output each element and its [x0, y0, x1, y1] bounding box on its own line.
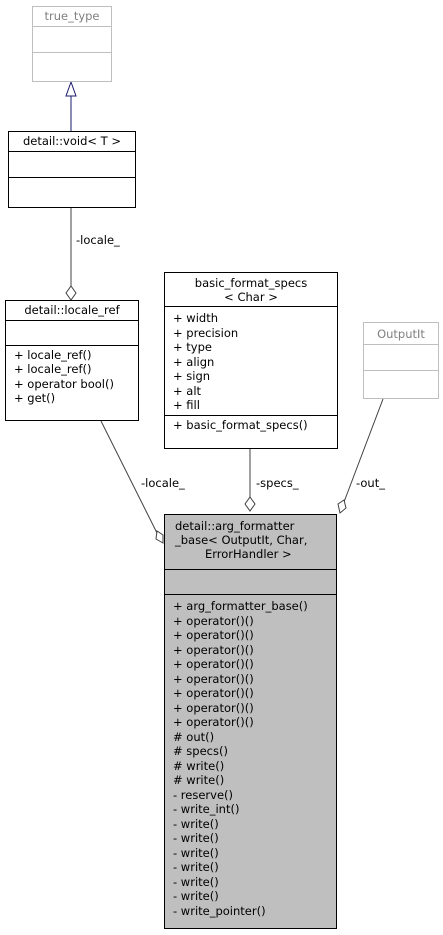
class-methods — [33, 51, 111, 78]
method-item: + operator bool() — [14, 376, 114, 391]
method-item: + basic_format_specs() — [173, 417, 308, 432]
method-item: + operator()() — [173, 700, 254, 715]
method-item: # specs() — [173, 744, 228, 758]
edge-label-locale-ref: -locale_ — [141, 476, 185, 490]
inheritance-arrowhead — [65, 80, 77, 97]
class-attributes — [165, 569, 336, 594]
edge-label-out: -out_ — [356, 476, 385, 490]
method-item: # write() — [173, 773, 225, 787]
locale-ref-composition-edge — [100, 420, 158, 534]
class-title: true_type — [44, 9, 100, 23]
edge-label-locale-void: -locale_ — [76, 233, 120, 247]
locale-composition-diamond — [65, 285, 77, 301]
class-arg-formatter-base[interactable]: detail::arg_formatter _base< OutputIt, C… — [164, 514, 337, 929]
class-methods: + arg_formatter_base() + operator()() + … — [165, 594, 336, 920]
method-item: # out() — [173, 729, 215, 744]
method-item: + locale_ref() — [14, 362, 92, 376]
class-methods — [9, 176, 135, 203]
class-attributes — [33, 25, 111, 52]
class-attributes — [9, 150, 135, 177]
method-item: - write() — [173, 889, 219, 903]
class-basic-format-specs[interactable]: basic_format_specs < Char > + width + pr… — [164, 272, 338, 449]
method-item: + operator()() — [173, 628, 254, 642]
class-locale-ref[interactable]: detail::locale_ref + locale_ref() + loca… — [5, 300, 139, 421]
class-title: detail::arg_formatter _base< OutputIt, C… — [175, 519, 308, 561]
class-void-t[interactable]: detail::void< T > — [8, 131, 136, 208]
class-true-type[interactable]: true_type — [32, 6, 112, 82]
attribute-item: + align — [173, 354, 215, 369]
method-item: - write_pointer() — [173, 903, 266, 918]
attribute-item: + alt — [173, 383, 202, 398]
method-item: + operator()() — [173, 671, 254, 686]
class-methods — [364, 369, 438, 396]
method-item: + operator()() — [173, 657, 254, 671]
class-attributes — [6, 319, 138, 345]
method-item: + operator()() — [173, 613, 254, 628]
out-composition-edge — [343, 398, 384, 503]
method-item: + get() — [14, 391, 56, 405]
attribute-item: + fill — [173, 398, 200, 412]
specs-composition-diamond — [244, 496, 256, 512]
method-item: + operator()() — [173, 642, 254, 657]
class-title: basic_format_specs < Char > — [194, 276, 308, 304]
locale-ref-composition-diamond — [155, 530, 164, 544]
method-item: - write() — [173, 816, 219, 831]
class-attributes — [364, 343, 438, 370]
class-methods: + basic_format_specs() — [165, 414, 337, 435]
attribute-item: + type — [173, 340, 212, 354]
method-item: - write() — [173, 874, 219, 889]
method-item: - write() — [173, 845, 219, 860]
method-item: - write_int() — [173, 802, 240, 816]
class-methods: + locale_ref() + locale_ref() + operator… — [6, 344, 138, 408]
attribute-item: + precision — [173, 325, 239, 340]
class-title: detail::locale_ref — [24, 303, 120, 317]
method-item: # write() — [173, 758, 225, 773]
class-title: detail::void< T > — [22, 134, 121, 148]
method-item: - write() — [173, 860, 219, 874]
method-item: + operator()() — [173, 686, 254, 700]
edge-label-specs: -specs_ — [256, 476, 299, 490]
class-title: OutputIt — [377, 327, 425, 341]
class-attributes: + width + precision + type + align + sig… — [165, 306, 337, 415]
method-item: - reserve() — [173, 787, 234, 802]
method-item: + operator()() — [173, 715, 254, 729]
class-output-it[interactable]: OutputIt — [363, 322, 439, 399]
out-composition-diamond — [337, 499, 347, 514]
method-item: + arg_formatter_base() — [173, 599, 308, 613]
attribute-item: + width — [173, 311, 218, 325]
method-item: + locale_ref() — [14, 347, 92, 362]
attribute-item: + sign — [173, 369, 211, 383]
method-item: - write() — [173, 831, 219, 845]
